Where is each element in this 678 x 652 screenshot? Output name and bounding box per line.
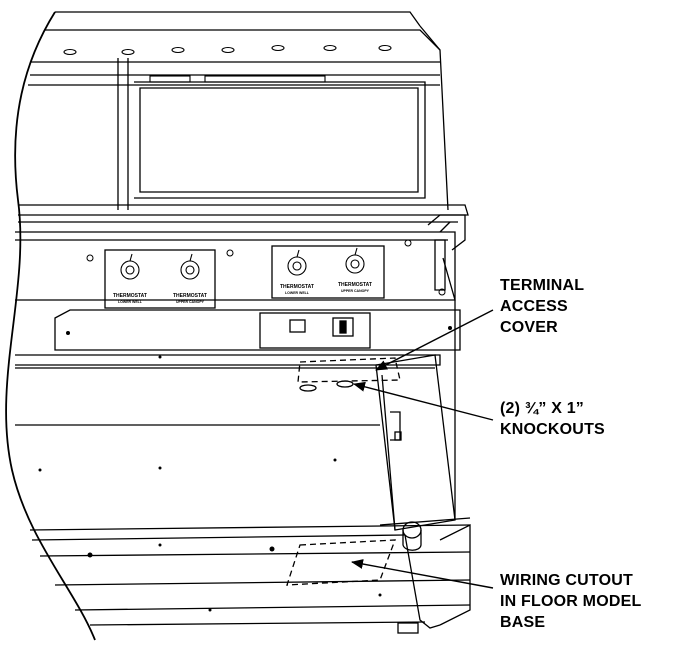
thermostat-label: THERMOSTAT: [338, 282, 372, 288]
thermostat-sublabel: LOWER WELL: [118, 300, 143, 304]
thermostat-label: THERMOSTAT: [173, 293, 207, 299]
callout-line: (2) ¾” X 1”: [500, 400, 585, 417]
terminal-cover-leader: [375, 309, 494, 371]
leader-lines: [351, 309, 494, 589]
thermostat-labels: THERMOSTAT LOWER WELL THERMOSTAT UPPER C…: [113, 282, 372, 304]
callout-line: KNOCKOUTS: [500, 421, 605, 438]
callout-line: WIRING CUTOUT: [500, 572, 633, 589]
callout-line: IN FLOOR MODEL: [500, 593, 642, 610]
screw-dots: [38, 239, 452, 612]
wiring-cutout-leader: [351, 559, 494, 589]
thermostat-label: THERMOSTAT: [113, 293, 147, 299]
terminal-access-cover-callout: TERMINAL ACCESS COVER: [500, 275, 584, 338]
callout-line: TERMINAL: [500, 277, 585, 294]
callout-line: BASE: [500, 614, 546, 631]
thermostat-sublabel: LOWER WELL: [285, 291, 310, 295]
thermostat-sublabel: UPPER CANOPY: [341, 289, 370, 293]
thermostat-dials: [120, 247, 365, 280]
knockouts-leader: [353, 381, 494, 421]
cabinet-outline: [5, 11, 471, 641]
thermostat-label: THERMOSTAT: [280, 284, 314, 290]
thermostat-sublabel: UPPER CANOPY: [176, 300, 205, 304]
wiring-cutout-callout: WIRING CUTOUT IN FLOOR MODEL BASE: [500, 570, 641, 633]
top-vents: [63, 44, 392, 83]
callout-line: COVER: [500, 319, 558, 336]
knockouts-callout: (2) ¾” X 1” KNOCKOUTS: [500, 398, 605, 440]
callout-line: ACCESS: [500, 298, 568, 315]
